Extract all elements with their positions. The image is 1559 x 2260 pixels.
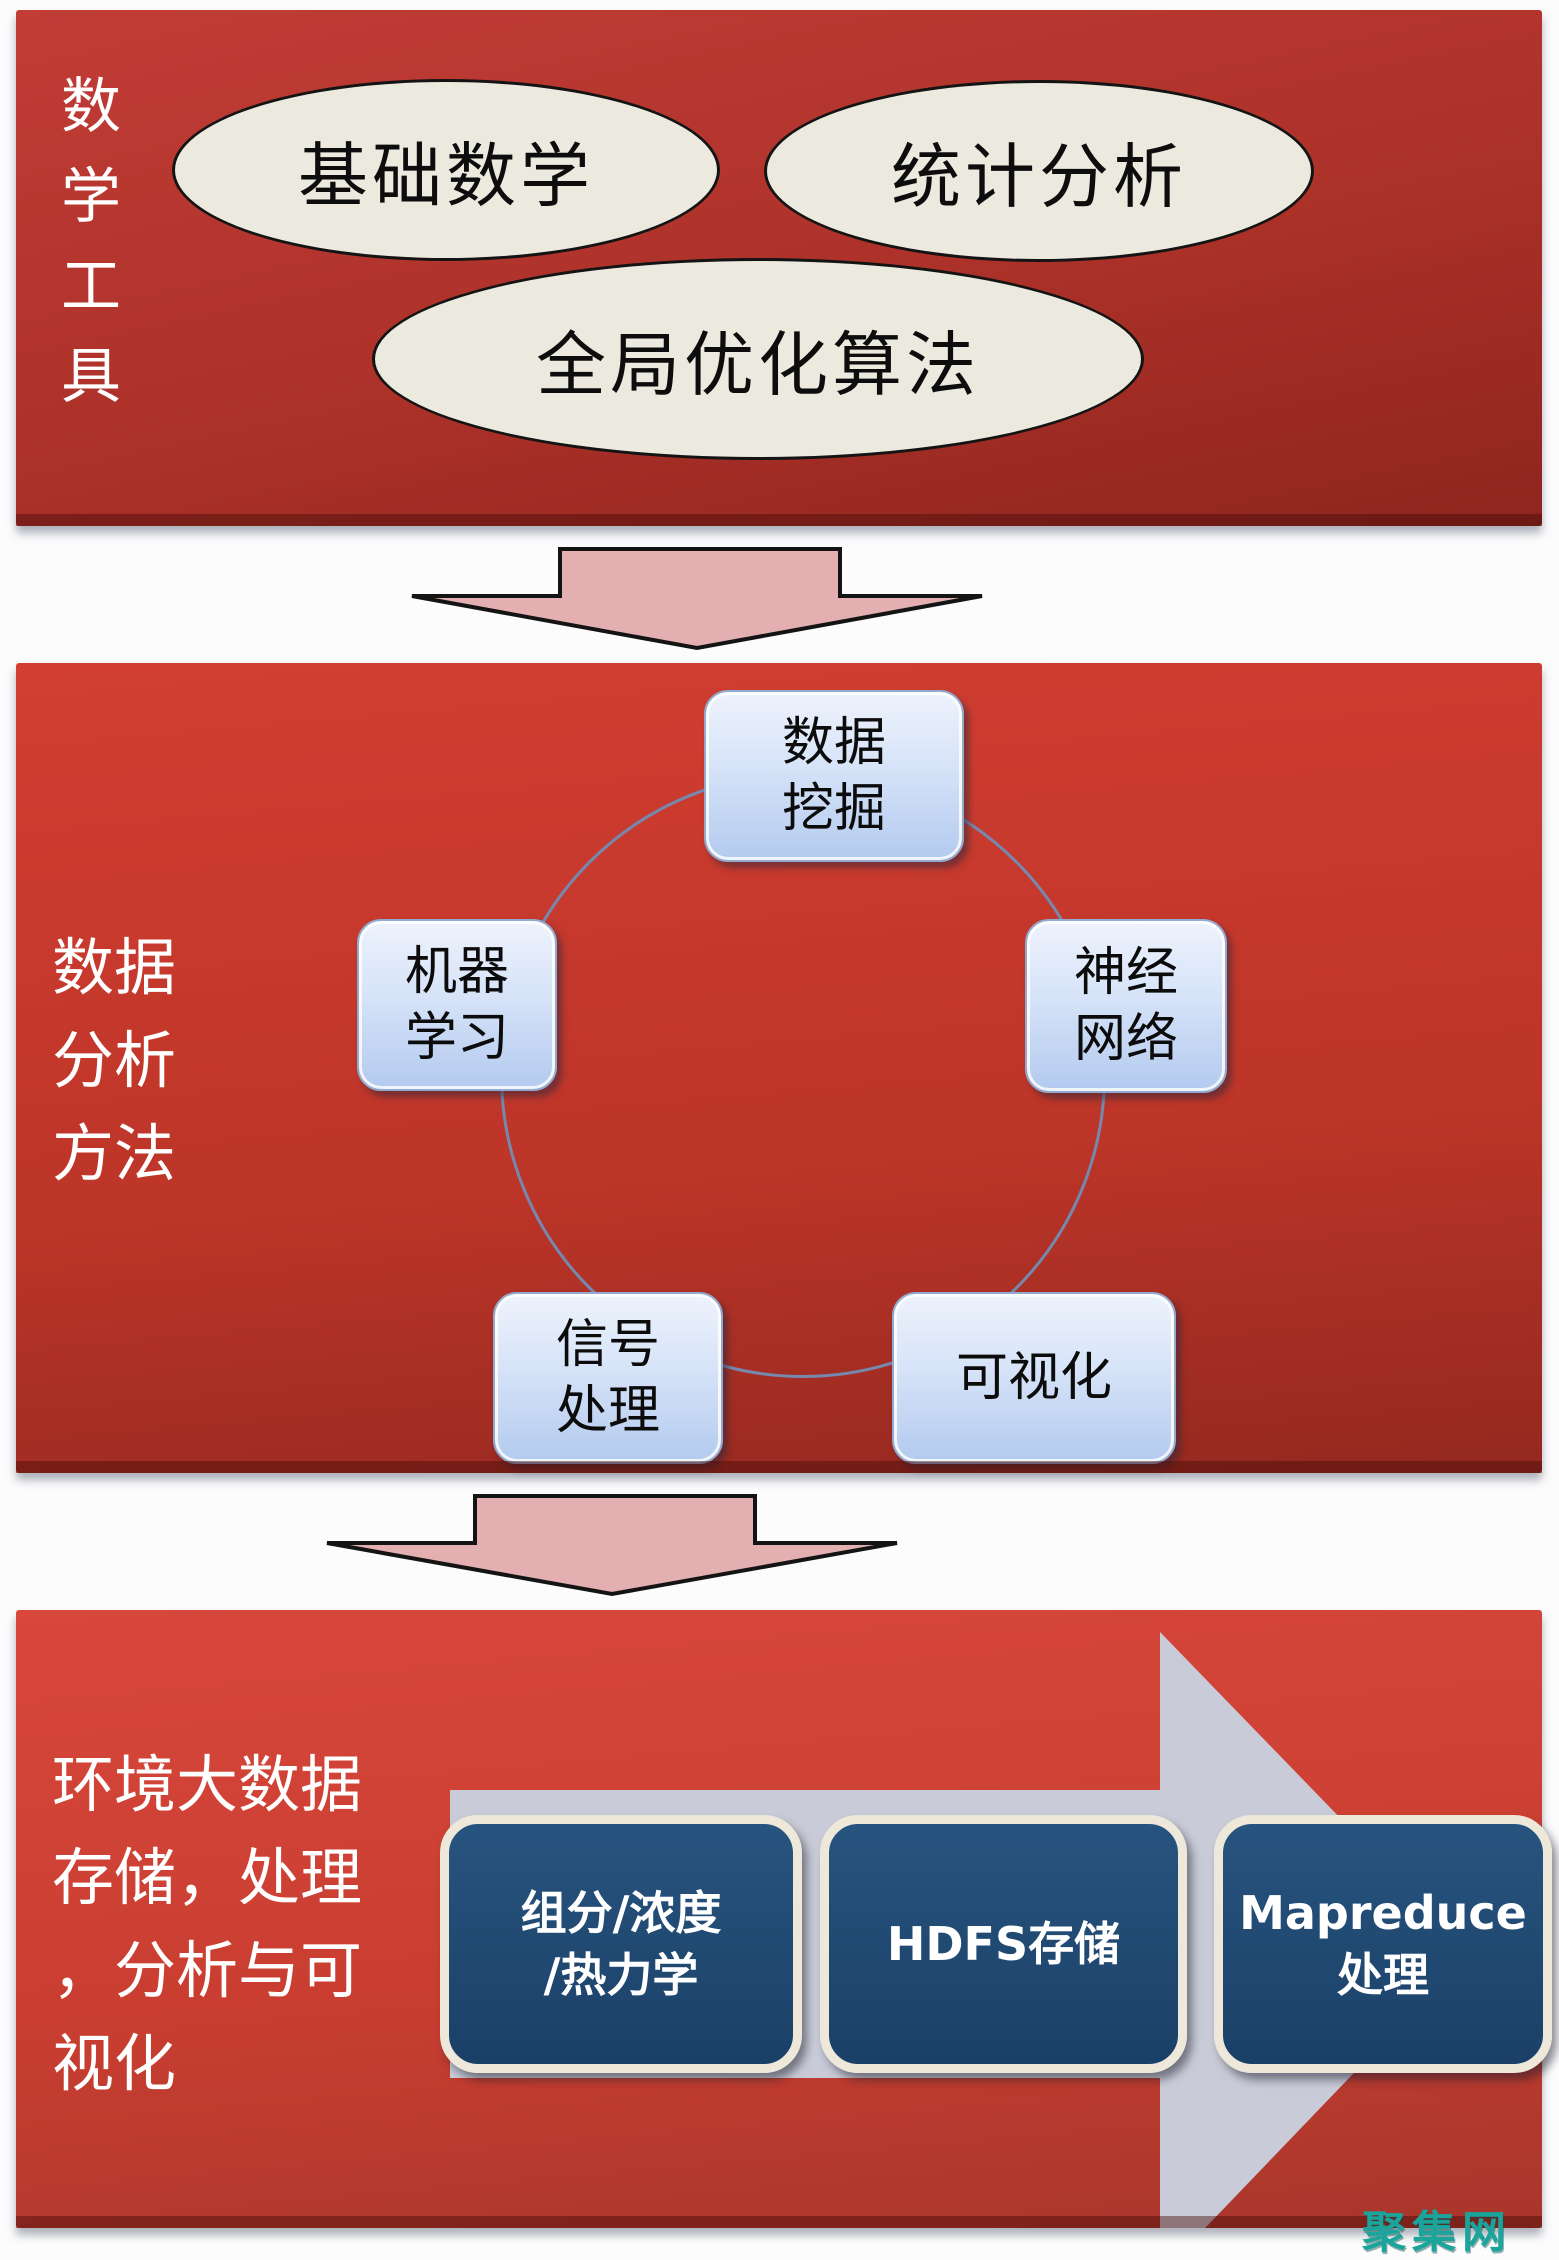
ellipse-basic-math: 基础数学: [172, 79, 720, 261]
node-neural-network-line: 网络: [1073, 1009, 1178, 1069]
env-big-data-title: 环境大数据 存储，处理 ，分析与可 视化: [52, 1738, 362, 2110]
node-data-mining-line: 数据: [781, 713, 886, 773]
math-tools-title-char: 学: [61, 162, 121, 232]
node-neural-network-line: 神经: [1073, 943, 1178, 1003]
data-analysis-title-line: 数据: [52, 931, 177, 1004]
math-tools-title: 数 学 工 具: [56, 62, 126, 422]
node-visualization-line: 可视化: [955, 1348, 1112, 1408]
node-signal-processing-line: 处理: [555, 1381, 660, 1441]
cycle-circle: [500, 772, 1106, 1378]
step-hdfs-storage-line: HDFS存储: [886, 1917, 1121, 1971]
node-signal-processing: 信号 处理: [493, 1292, 723, 1464]
panel-env-big-data: 环境大数据 存储，处理 ，分析与可 视化 组分/浓度 /热力学 HDFS存储 M…: [16, 1610, 1552, 2228]
env-big-data-title-line: 存储，处理: [52, 1841, 363, 1914]
ellipse-global-optimization-label: 全局优化算法: [536, 323, 980, 406]
ellipse-statistical-analysis: 统计分析: [764, 80, 1314, 262]
watermark: 聚集网: [1362, 2207, 1512, 2258]
node-data-mining: 数据 挖掘: [704, 690, 964, 862]
step-composition-line: 组分/浓度: [520, 1886, 722, 1940]
node-signal-processing-line: 信号: [555, 1315, 660, 1375]
panel-data-analysis-methods: 数据 分析 方法 数据 挖掘 机器 学习 神经 网络 信号 处理 可视化: [16, 663, 1542, 1473]
data-analysis-title: 数据 分析 方法: [52, 921, 176, 1200]
data-analysis-title-line: 方法: [52, 1117, 177, 1190]
math-tools-title-char: 数: [61, 72, 121, 142]
node-data-mining-line: 挖掘: [781, 779, 886, 839]
node-machine-learning-line: 机器: [404, 942, 509, 1002]
node-visualization: 可视化: [892, 1292, 1176, 1464]
env-big-data-title-line: 环境大数据: [52, 1748, 363, 1821]
down-arrow-icon: [326, 1494, 898, 1597]
step-mapreduce-line: 处理: [1337, 1948, 1429, 2002]
step-composition-line: /热力学: [543, 1948, 699, 2002]
step-mapreduce-processing: Mapreduce 处理: [1214, 1815, 1552, 2073]
node-neural-network: 神经 网络: [1025, 919, 1227, 1093]
panel-math-tools: 数 学 工 具 基础数学 统计分析 全局优化算法: [16, 10, 1542, 526]
ellipse-global-optimization: 全局优化算法: [372, 258, 1144, 460]
step-mapreduce-line: Mapreduce: [1239, 1886, 1527, 1940]
ellipse-basic-math-label: 基础数学: [298, 134, 594, 217]
data-analysis-title-line: 分析: [52, 1024, 177, 1097]
step-composition-thermodynamics: 组分/浓度 /热力学: [440, 1815, 802, 2073]
step-hdfs-storage: HDFS存储: [820, 1815, 1187, 2073]
ellipse-statistical-analysis-label: 统计分析: [891, 135, 1187, 218]
node-machine-learning: 机器 学习: [357, 919, 557, 1091]
env-big-data-title-line: 视化: [52, 2027, 177, 2100]
down-arrow-icon: [411, 547, 983, 651]
env-big-data-title-line: ，分析与可: [52, 1934, 363, 2007]
node-machine-learning-line: 学习: [404, 1008, 509, 1068]
math-tools-title-char: 工: [61, 252, 121, 322]
math-tools-title-char: 具: [61, 342, 121, 412]
